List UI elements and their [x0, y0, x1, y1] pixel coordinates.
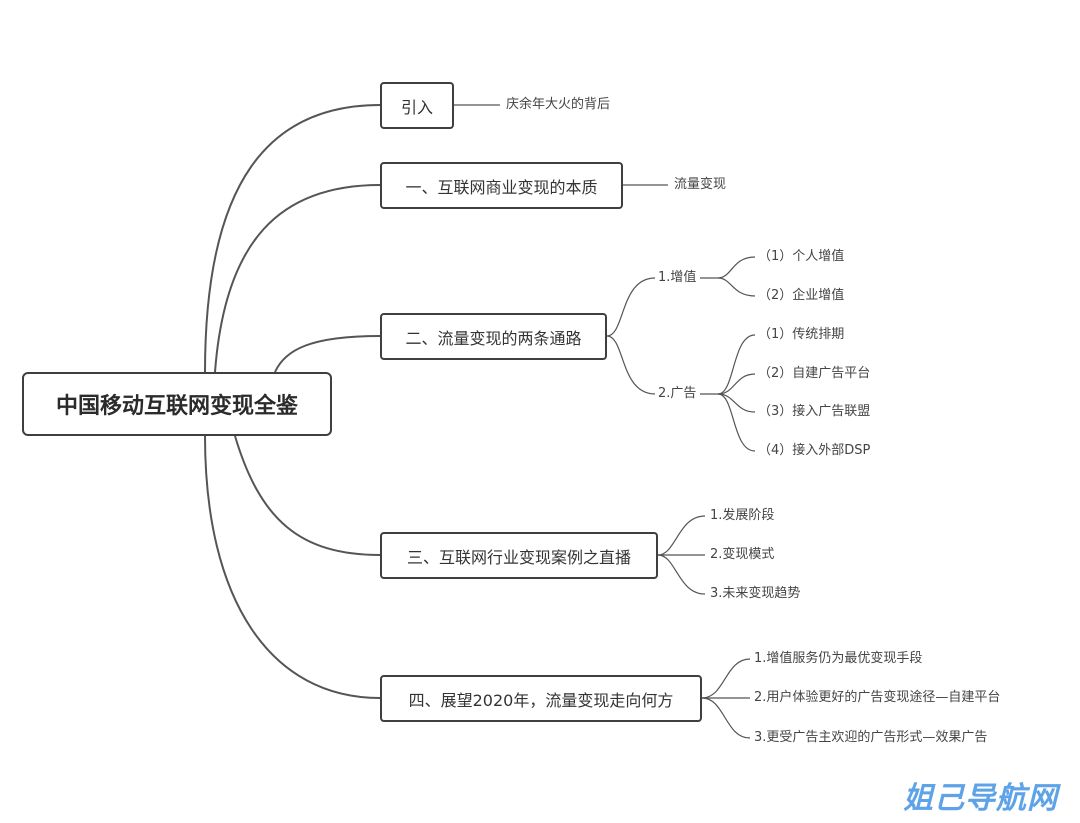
link-sub2-c1 [717, 334, 756, 395]
link-sub2-c4 [717, 393, 756, 452]
leaf-future-trend[interactable]: 3.未来变现趋势 [710, 586, 801, 601]
link-b4-c1 [701, 658, 751, 699]
link-b3-c1 [657, 515, 706, 556]
leaf-development-stage[interactable]: 1.发展阶段 [710, 508, 775, 523]
branch-outlook-2020[interactable]: 四、展望2020年，流量变现走向何方 [380, 675, 702, 722]
link-root-b2 [274, 335, 381, 373]
leaf-traffic-monetize[interactable]: 流量变现 [674, 177, 727, 192]
sub-value-added[interactable]: 1.增值 [658, 270, 697, 285]
link-root-b3 [234, 435, 381, 556]
leaf-external-dsp[interactable]: （4）接入外部DSP [758, 443, 871, 458]
leaf-ad-network[interactable]: （3）接入广告联盟 [758, 404, 871, 419]
leaf-traditional-schedule[interactable]: （1）传统排期 [758, 327, 845, 342]
branch-two-paths[interactable]: 二、流量变现的两条通路 [380, 313, 607, 360]
leaf-performance-ads[interactable]: 3.更受广告主欢迎的广告形式—效果广告 [754, 730, 988, 745]
link-b3-c3 [657, 554, 706, 595]
link-b2-sub2 [606, 335, 656, 395]
sub-advertising[interactable]: 2.广告 [658, 386, 697, 401]
branch-live-case[interactable]: 三、互联网行业变现案例之直播 [380, 532, 658, 579]
link-sub2-c2 [717, 373, 756, 395]
leaf-value-added-best[interactable]: 1.增值服务仍为最优变现手段 [754, 651, 923, 666]
watermark-logo: 姐己导航网 [903, 781, 1058, 816]
leaf-personal-value[interactable]: （1）个人增值 [758, 249, 845, 264]
link-root-b1 [214, 184, 381, 373]
branch-intro[interactable]: 引入 [380, 82, 454, 129]
link-root-intro [204, 104, 381, 373]
link-b2-sub1 [606, 277, 656, 337]
leaf-intro[interactable]: 庆余年大火的背后 [506, 97, 611, 112]
link-b4-c3 [701, 697, 751, 739]
link-sub1-c2 [717, 277, 756, 297]
leaf-enterprise-value[interactable]: （2）企业增值 [758, 288, 845, 303]
leaf-own-platform-path[interactable]: 2.用户体验更好的广告变现途径—自建平台 [754, 690, 1001, 705]
root-node[interactable]: 中国移动互联网变现全鉴 [22, 372, 332, 436]
branch-essence[interactable]: 一、互联网商业变现的本质 [380, 162, 623, 209]
link-root-b4 [204, 435, 381, 699]
link-sub1-c1 [717, 256, 756, 279]
leaf-own-ad-platform[interactable]: （2）自建广告平台 [758, 366, 871, 381]
leaf-monetize-model[interactable]: 2.变现模式 [710, 547, 775, 562]
